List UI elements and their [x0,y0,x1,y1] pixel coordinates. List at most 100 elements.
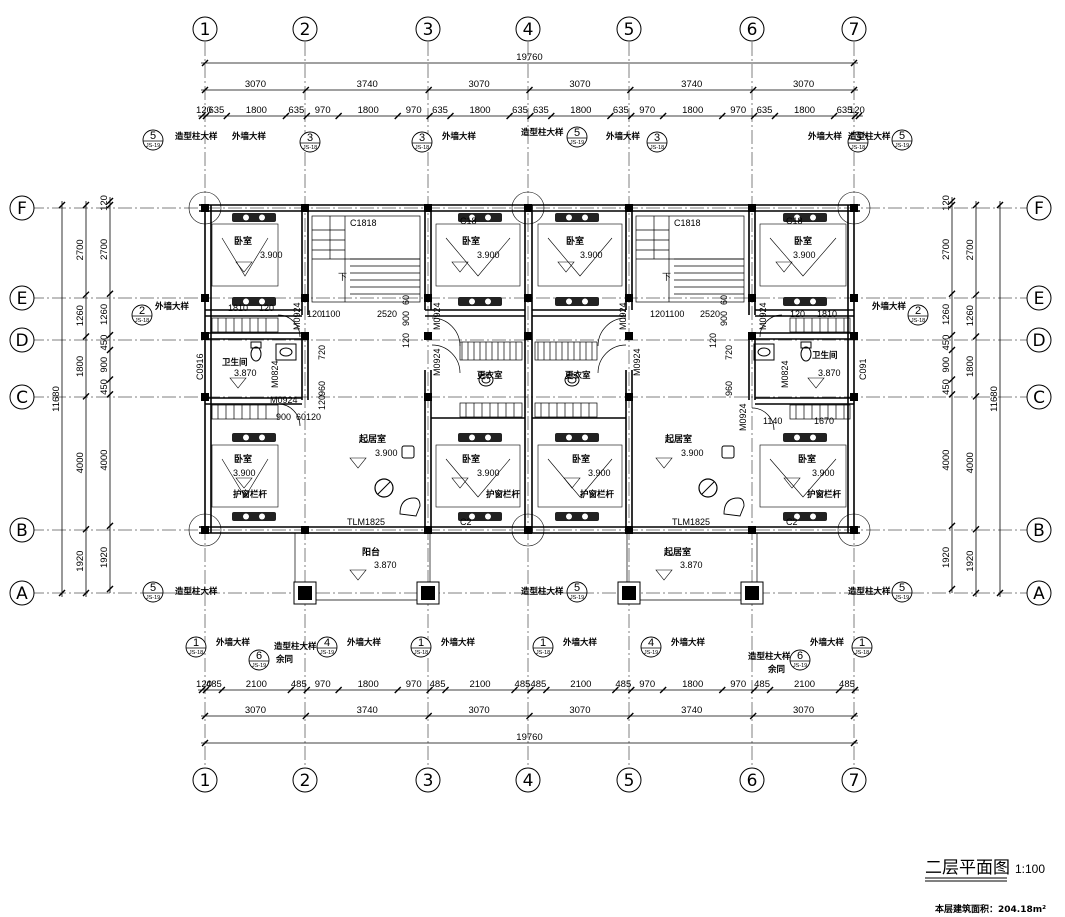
ref-left-2-num: 2 [139,305,145,317]
ref-top-5-sheet: JS-18 [650,145,664,151]
room-bath-left: 卫生间 [222,357,248,368]
note-bot-1c: 外墙大样 [562,637,598,648]
dressing-stool [564,373,580,387]
ref-top-3: 3JS-18 [411,131,433,153]
washbasin [275,343,297,361]
axis-right-D: D [1026,327,1052,353]
elevation-mark [563,477,581,489]
ref-top-7-sheet: JS-19 [895,143,909,149]
door-swing-5 [431,344,461,374]
door-swing-4 [759,314,783,338]
dim-top-bays-value: 3070 [793,79,814,90]
ref-left-2-sheet: JS-18 [135,318,149,324]
note-bot-surplus-a: 余同 [275,654,293,665]
note-bot-1d: 外墙大样 [809,637,845,648]
ref-bot-1c-num: 1 [540,637,546,649]
railing-3: 护窗栏杆 [580,489,615,500]
dim-bottom-bays-value: 3070 [469,705,490,716]
room-bedroom-3: 卧室 [566,235,584,247]
note-a-1: 造型柱大样 [175,586,218,597]
elev-bedroom-2: 3.900 [477,250,500,260]
door-swing-6 [597,344,627,374]
axis-left-E: E [9,285,35,311]
elev-living-lower: 3.870 [680,560,703,570]
dim-left-bays-value: 2700 [75,239,86,260]
column [424,294,432,302]
ref-top-2-num: 3 [307,132,313,144]
dim-left-bays-value: 1260 [75,305,86,326]
note-bot-1b: 外墙大样 [440,637,476,648]
dim-right-inner-value: 450 [941,379,952,395]
dim-bottom-segments-value: 970 [315,679,331,690]
dim-top-overall: 19760 [201,52,858,67]
dim-top-segments-value: 970 [730,105,746,116]
ref-bot-6b-sheet: JS-19 [793,663,807,669]
axis-bottom-2: 2 [292,767,318,793]
note-bot-4a: 外墙大样 [346,637,382,648]
axis-top-2: 2 [292,16,318,42]
elev-bedroom-3: 3.900 [580,250,603,260]
dim-left-inner-value: 4000 [99,450,110,471]
note-bot-4b: 外墙大样 [670,637,706,648]
elevation-mark [775,261,793,273]
dim-top-segments-value: 1800 [570,105,591,116]
interior-wall-axis2 [301,205,309,400]
walls [199,204,860,601]
window-c1818-left: C1818 [350,218,377,228]
column [201,204,209,212]
ref-bot-1c: 1JS-18 [532,636,554,658]
rd-120-b: 120 [307,309,322,319]
rd-2520-left: 2520 [377,309,397,319]
dim-bottom-segments-value: 970 [406,679,422,690]
dressing-stool [478,373,494,387]
rd-1810-right: 1810 [817,309,837,319]
ref-bot-1b: 1JS-18 [410,636,432,658]
dim-left-inner-value: 120 [99,195,110,211]
elev-bedroom-7: 3.900 [588,468,611,478]
window-c2-right: C2 [786,517,798,527]
dim-top-segments-value: 1800 [682,105,703,116]
axis-top-1-label: 1 [200,20,211,40]
dim-bottom-segments-value: 2100 [570,679,591,690]
dim-right-inner-value: 1260 [941,304,952,325]
dim-left-bays-value: 1920 [75,551,86,572]
column [625,204,633,212]
axis-top-2-label: 2 [300,20,311,40]
elev-balcony: 3.870 [374,560,397,570]
column [625,393,633,401]
rd-120-a: 120 [259,303,274,313]
labels: 卧室 3.900 卧室 3.900 卧室 3.900 卧室 3.900 卧室 3… [195,216,868,570]
side-table [721,445,735,459]
axis-left-A: A [9,580,35,606]
grid-lines [30,42,1030,768]
rd-120-c: 120 [401,333,411,348]
column [748,294,756,302]
elev-bath-left: 3.870 [234,368,257,378]
ref-a-2: 5JS-19 [566,581,588,603]
ref-top-2: 3JS-18 [299,131,321,153]
elev-living-right: 3.900 [681,448,704,458]
ref-top-6-num: 3 [855,132,861,144]
window-c18-1: C18 [460,216,477,226]
window-c091: C091 [858,358,868,380]
ref-bot-1b-sheet: JS-18 [414,650,428,656]
note-left-2: 外墙大样 [154,301,190,312]
note-top-3: 外墙大样 [441,131,477,142]
window-c2-left: C2 [460,517,472,527]
elevation-mark [807,377,825,389]
ref-top-3-num: 3 [419,132,425,144]
bed [458,297,502,306]
window-c1818-right: C1818 [674,218,701,228]
rd-1670: 1670 [814,416,834,426]
column [201,332,209,340]
stair-right [635,215,745,303]
toilet [250,341,262,362]
porch-column [416,581,440,605]
dim-bottom-segments-value: 485 [839,679,855,690]
dim-top-segments-value: 635 [208,105,224,116]
ref-a-1-num: 5 [150,582,156,594]
door-m0924-5: M0924 [432,348,442,376]
column [301,204,309,212]
window-c18-2: C18 [786,216,803,226]
